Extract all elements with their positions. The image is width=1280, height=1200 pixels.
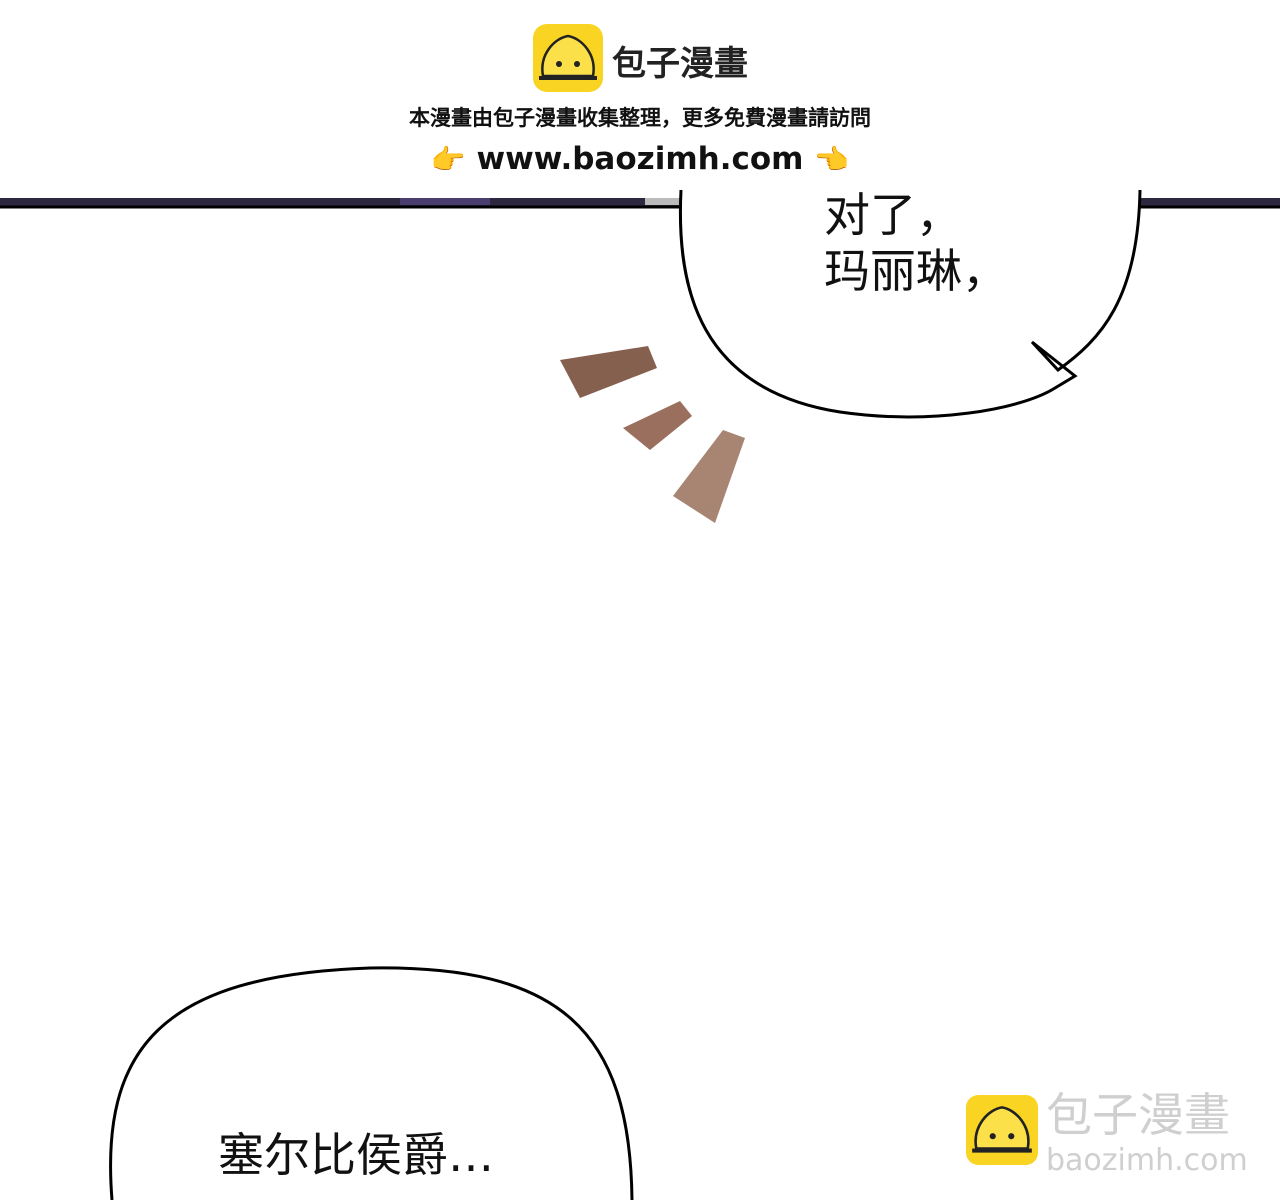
- site-banner: [0, 0, 1280, 190]
- watermark-brand: 包子漫畫: [1046, 1088, 1230, 1142]
- emphasis-lines: [560, 346, 745, 523]
- site-url-row[interactable]: 👉 www.baozimh.com 👈: [0, 140, 1280, 179]
- pointing-left-icon: 👈: [814, 143, 850, 176]
- brand-name: 包子漫畫: [612, 44, 748, 84]
- pointing-right-icon: 👉: [430, 143, 466, 176]
- background-strip-right: [1140, 198, 1280, 207]
- background-strip-left: [0, 198, 680, 207]
- watermark-url: baozimh.com: [1046, 1143, 1248, 1178]
- speech-bubble-top: [678, 189, 1142, 419]
- bubble-text-1: 玛丽琳，: [824, 244, 1008, 298]
- baozi-bun-icon: [533, 24, 603, 92]
- speech-bubble-bottom: [109, 966, 634, 1200]
- bubble-text-2: 塞尔比侯爵…: [218, 1128, 494, 1182]
- notice-text: 本漫畫由包子漫畫收集整理，更多免費漫畫請訪問: [409, 106, 871, 130]
- site-url-link[interactable]: www.baozimh.com: [476, 141, 804, 177]
- watermark-baozi-icon: [966, 1095, 1038, 1165]
- bubble-text-cut: 对了，: [824, 188, 962, 242]
